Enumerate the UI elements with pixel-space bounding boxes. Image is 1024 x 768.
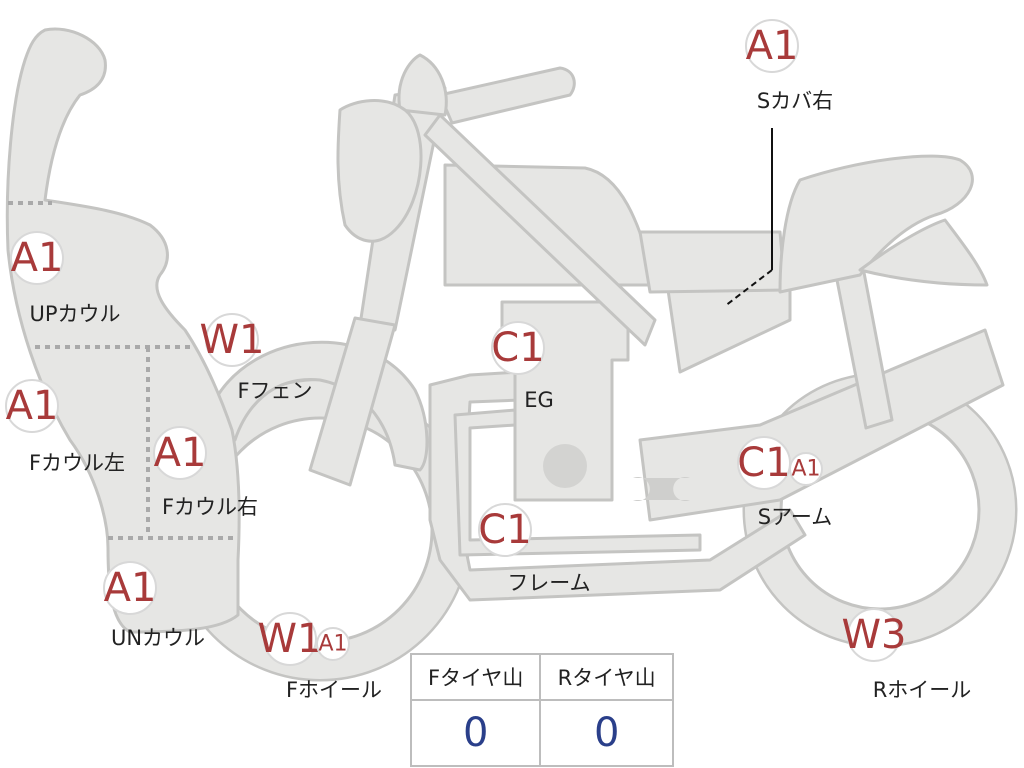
swing-arm-shape xyxy=(638,328,1005,522)
svg-text:W1: W1 xyxy=(258,616,323,662)
seat-front-shape xyxy=(638,230,787,294)
label-up-cowl: UPカウル xyxy=(29,302,120,326)
label-f-fender: Fフェン xyxy=(237,379,312,403)
rear-tread-value[interactable]: 0 xyxy=(539,699,674,767)
rear-tread-header: Rタイヤ山 xyxy=(539,653,674,701)
engine-cover xyxy=(543,444,587,488)
badge-f-cowl-left[interactable]: A1 xyxy=(5,379,59,433)
label-s-cover-right: Sカバ右 xyxy=(757,89,833,113)
label-engine: EG xyxy=(524,388,554,412)
badge-s-cover-right[interactable]: A1 xyxy=(745,19,799,73)
label-frame: フレーム xyxy=(507,571,590,595)
badge-f-wheel-extra[interactable]: A1 xyxy=(316,627,350,661)
badge-swing-arm[interactable]: C1 xyxy=(737,436,791,490)
svg-text:C1: C1 xyxy=(478,507,531,553)
badge-up-cowl[interactable]: A1 xyxy=(10,231,64,285)
seat-rear-shape xyxy=(778,154,974,294)
label-swing-arm: Sアーム xyxy=(758,505,832,529)
front-tread-value[interactable]: 0 xyxy=(409,699,542,767)
svg-text:A1: A1 xyxy=(791,457,820,482)
badge-frame[interactable]: C1 xyxy=(478,503,532,557)
badge-engine[interactable]: C1 xyxy=(491,321,545,375)
label-under-cowl: UNカウル xyxy=(111,626,205,650)
headlight-shape xyxy=(336,99,423,243)
badge-f-wheel[interactable]: W1 xyxy=(258,612,323,666)
svg-text:C1: C1 xyxy=(491,325,544,371)
svg-text:A1: A1 xyxy=(318,632,347,657)
handlebar xyxy=(438,66,576,125)
label-f-wheel: Fホイール xyxy=(286,678,382,702)
svg-text:W3: W3 xyxy=(842,612,907,658)
label-f-cowl-left: Fカウル左 xyxy=(29,451,125,475)
badge-f-fender[interactable]: W1 xyxy=(200,313,265,367)
cowl-shape xyxy=(5,27,241,634)
front-tread-header: Fタイヤ山 xyxy=(409,653,542,701)
fork-lower xyxy=(308,316,397,487)
svg-text:C1: C1 xyxy=(737,440,790,486)
svg-text:A1: A1 xyxy=(6,383,59,429)
badge-r-wheel[interactable]: W3 xyxy=(842,608,907,662)
tire-tread-table: Fタイヤ山 Rタイヤ山 0 0 xyxy=(409,653,674,767)
svg-text:A1: A1 xyxy=(11,235,64,281)
badge-swing-arm-extra[interactable]: A1 xyxy=(789,452,823,486)
badge-f-cowl-right[interactable]: A1 xyxy=(153,426,207,480)
mirror xyxy=(397,53,448,117)
label-f-cowl-right: Fカウル右 xyxy=(162,495,258,519)
tail-cowl-shape xyxy=(858,218,989,287)
svg-text:W1: W1 xyxy=(200,317,265,363)
svg-text:A1: A1 xyxy=(154,430,207,476)
badge-under-cowl[interactable]: A1 xyxy=(103,561,157,615)
svg-text:A1: A1 xyxy=(104,565,157,611)
label-r-wheel: Rホイール xyxy=(873,678,972,702)
foot-peg xyxy=(633,477,690,502)
svg-text:A1: A1 xyxy=(746,23,799,69)
top-frame-rail xyxy=(423,113,657,347)
